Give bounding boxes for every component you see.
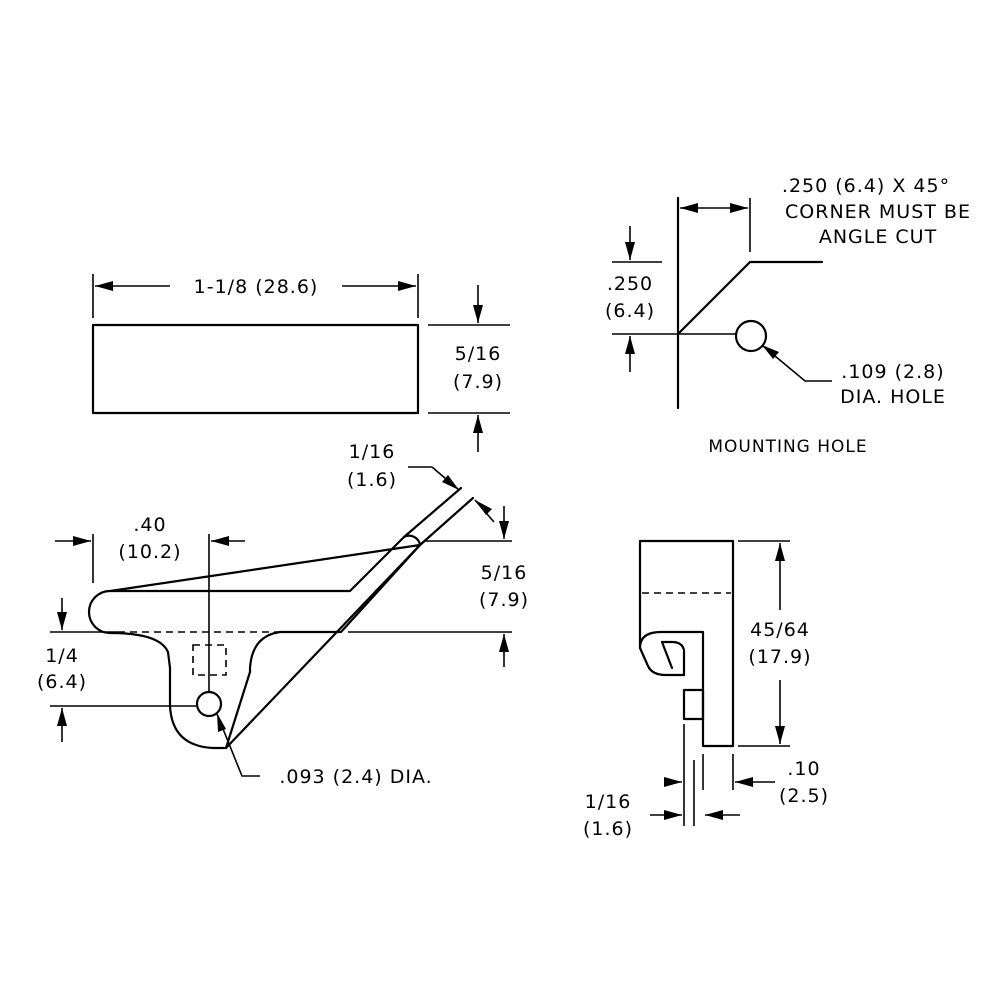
side-view-outline [638, 539, 735, 748]
tab-dim-in: .10 [787, 758, 820, 780]
top-view-outline [91, 323, 420, 415]
hole-size-line1: .109 (2.8) [841, 361, 944, 383]
chamfer-note-line3: ANGLE CUT [819, 226, 937, 248]
hole-size-line2: DIA. HOLE [840, 386, 946, 408]
mounting-hole-caption: MOUNTING HOLE [708, 437, 867, 457]
pivot-hole [195, 690, 223, 718]
top-height-dim-mm: (7.9) [453, 371, 503, 393]
chamfer-offset-in: .250 [607, 273, 653, 295]
side-height-mm: (17.9) [748, 646, 811, 668]
hub-height-mm: (6.4) [37, 671, 87, 693]
thickness-dim-mm: (1.6) [347, 469, 397, 491]
top-width-dim: 1-1/8 (28.6) [194, 276, 319, 298]
arm-height-mm: (7.9) [479, 589, 529, 611]
side-view: 45/64 (17.9) .10 (2.5) 1/16 (1.6) [583, 539, 829, 840]
pivot-hole-dim: .093 (2.4) DIA. [279, 766, 432, 788]
hub-height-in: 1/4 [45, 645, 79, 667]
chamfer-note-line1: .250 (6.4) X 45° [782, 175, 950, 197]
chamfer-offset-mm: (6.4) [605, 300, 655, 322]
side-thickness-mm: (1.6) [583, 818, 633, 840]
arm-height-in: 5/16 [481, 562, 528, 584]
top-height-dim-in: 5/16 [455, 343, 502, 365]
top-view: 1-1/8 (28.6) 5/16 (7.9) [91, 274, 510, 452]
offset-dim-mm: (10.2) [118, 541, 181, 563]
thickness-dim-in: 1/16 [349, 441, 396, 463]
mounting-hole [734, 319, 768, 353]
lever-outline [87, 535, 422, 750]
side-thickness-in: 1/16 [585, 791, 632, 813]
front-view: .40 (10.2) 1/4 (6.4) 5/16 (7.9) 1/16 (1.… [37, 441, 529, 788]
side-height-in: 45/64 [750, 619, 810, 641]
mounting-hole-detail: .250 (6.4) X 45° CORNER MUST BE ANGLE CU… [605, 175, 971, 457]
tab-dim-mm: (2.5) [779, 785, 829, 807]
offset-dim-in: .40 [133, 514, 166, 536]
chamfer-note-line2: CORNER MUST BE [785, 201, 971, 223]
